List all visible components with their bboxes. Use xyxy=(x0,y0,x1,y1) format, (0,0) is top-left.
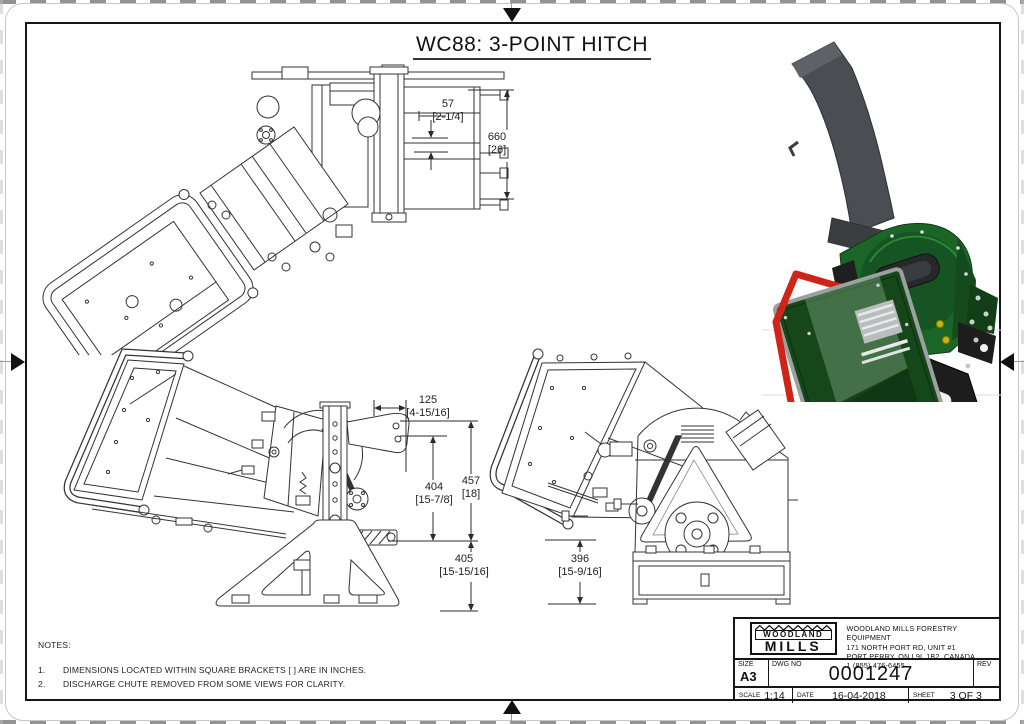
size-cell: SIZE A3 xyxy=(735,660,769,686)
page-edge-dashes-right xyxy=(1021,0,1024,724)
notes-heading: NOTES: xyxy=(38,640,71,650)
reg-leader-top xyxy=(511,0,512,9)
plan-infeed-chute xyxy=(199,126,353,272)
page-title-text: WC88: 3-POINT HITCH xyxy=(413,33,651,60)
note-item: 1. DIMENSIONS LOCATED WITHIN SQUARE BRAC… xyxy=(38,665,367,675)
date-cell: DATE 16-04-2018 xyxy=(793,688,909,703)
reg-leader-right xyxy=(1013,361,1024,362)
notes-block: NOTES: 1. DIMENSIONS LOCATED WITHIN SQUA… xyxy=(38,640,366,691)
side-view-right-svg xyxy=(489,348,798,605)
dim-404-label: 404 [15-7/8] xyxy=(415,481,453,506)
rev-cell: REV xyxy=(977,661,992,668)
plan-infeed-tray xyxy=(42,189,259,355)
centering-mark-bottom-icon xyxy=(503,700,521,714)
title-block: WOODLAND MILLS WOODLAND MILLS FORESTRY E… xyxy=(733,617,1001,703)
render-discharge-chute xyxy=(788,41,907,259)
page-edge-dashes-bottom xyxy=(0,720,1024,724)
sheet-outline xyxy=(5,3,1019,721)
dwg-no-cell: DWG NO 0001247 xyxy=(769,660,974,686)
centering-mark-top-icon xyxy=(503,8,521,22)
reg-leader-bottom xyxy=(511,714,512,724)
render-red-frame-front xyxy=(772,270,800,402)
side-view-right-drawing xyxy=(488,348,798,633)
render-yellow-fittings xyxy=(936,320,950,344)
dwg-no-value: 0001247 xyxy=(828,663,914,685)
company-address: WOODLAND MILLS FORESTRY EQUIPMENT 171 NO… xyxy=(846,624,976,671)
dim-57-label: 57 [2-1/4] xyxy=(432,98,464,123)
reg-leader-left xyxy=(0,361,12,362)
date-value: 16-04-2018 xyxy=(832,689,886,702)
sheet-value: 3 OF 3 xyxy=(949,689,982,702)
logo-woodland-text: WOODLAND xyxy=(755,630,832,640)
sideB-tray xyxy=(489,348,646,530)
dim-125-label: 125 [4-15/16] xyxy=(406,394,450,419)
page-title: WC88: 3-POINT HITCH xyxy=(332,33,732,60)
render-hopper xyxy=(772,267,946,402)
sideA-feed-housing xyxy=(227,405,369,517)
page-edge-dashes-left xyxy=(0,0,3,724)
logo-mills-text: MILLS xyxy=(764,638,822,654)
sideA-stand xyxy=(215,519,400,607)
dim-660-label: 660 [26] xyxy=(487,131,507,156)
centering-mark-right-icon xyxy=(1000,353,1014,371)
side-view-left-svg xyxy=(63,348,410,607)
dim-405-label: 405 [15-15/16] xyxy=(439,553,489,578)
size-value: A3 xyxy=(740,669,757,684)
dim-457-label: 457 [18] xyxy=(461,475,481,500)
plan-view-svg xyxy=(42,64,509,355)
sideA-tray xyxy=(63,348,194,516)
sideB-flywheel-housing xyxy=(613,407,798,567)
title-block-middle-row: SIZE A3 DWG NO 0001247 REV xyxy=(735,658,1001,686)
render-3d-svg xyxy=(762,41,1002,402)
plan-machine-body xyxy=(251,64,509,223)
woodland-mills-logo: WOODLAND MILLS xyxy=(750,622,837,655)
note-item: 2. DISCHARGE CHUTE REMOVED FROM SOME VIE… xyxy=(38,678,346,689)
centering-mark-left-icon xyxy=(11,353,25,371)
render-3d xyxy=(762,22,1002,402)
sheet-cell: SHEET 3 OF 3 xyxy=(909,688,1001,703)
side-view-left-drawing xyxy=(58,348,488,633)
scale-cell: SCALE 1:14 xyxy=(735,688,793,703)
title-block-header-row: WOODLAND MILLS WOODLAND MILLS FORESTRY E… xyxy=(735,619,1001,671)
sawtooth-icon xyxy=(755,625,832,630)
scale-value: 1:14 xyxy=(764,689,785,702)
sideB-base xyxy=(632,545,791,605)
dim-396-label: 396 [15-9/16] xyxy=(558,553,602,578)
title-block-bottom-row: SCALE 1:14 DATE 16-04-2018 SHEET 3 OF 3 xyxy=(735,686,1001,703)
plan-view-drawing xyxy=(30,55,530,355)
page-edge-dashes-top xyxy=(0,0,1024,4)
